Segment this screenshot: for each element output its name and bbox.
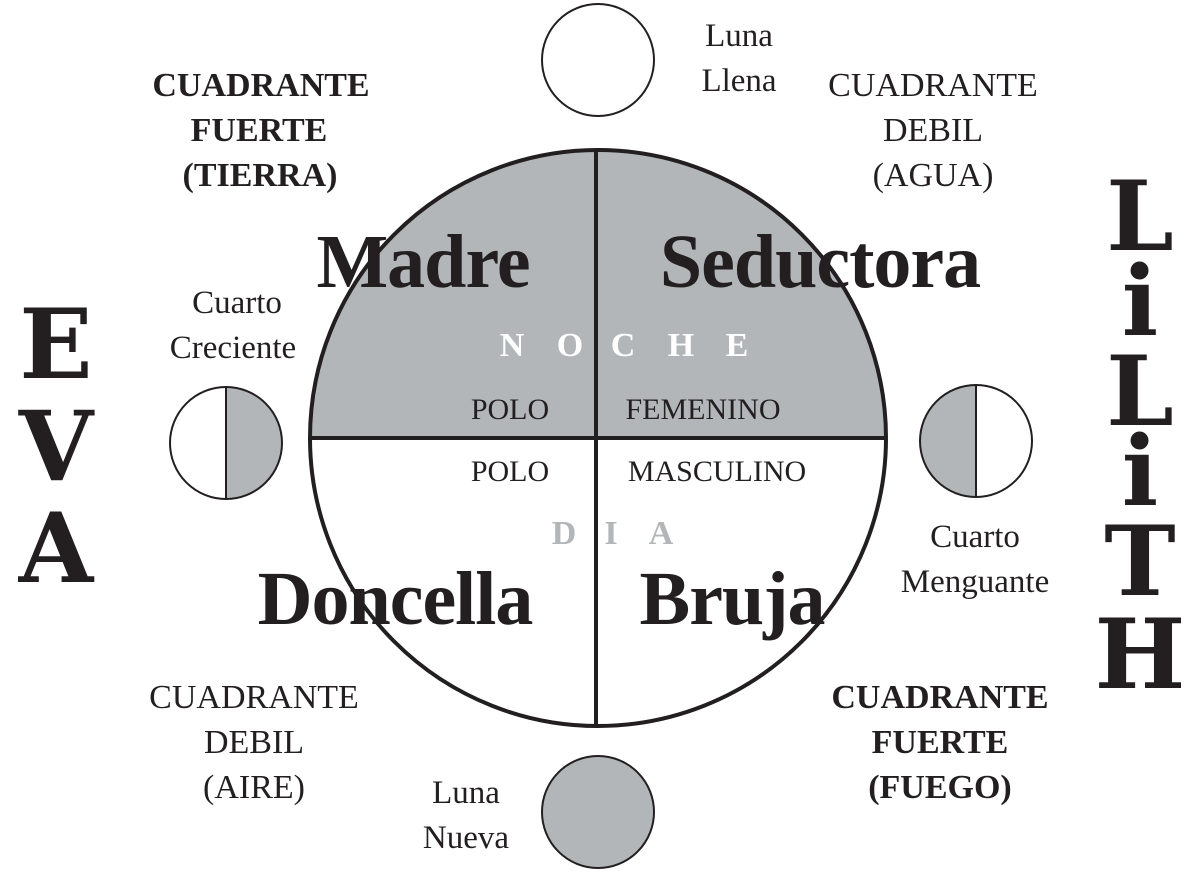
quadrant-top-right-line3: (AGUA) — [873, 157, 994, 194]
quadrant-top-left-line1: CUADRANTE — [152, 67, 369, 104]
new-moon-label-line1: Luna — [432, 775, 500, 811]
archetype-seductora: Seductora — [660, 220, 980, 304]
polo-masculino-label: MASCULINO — [628, 455, 806, 488]
first-quarter-label-line2: Creciente — [170, 330, 296, 366]
eva-letter: A — [18, 492, 95, 605]
full-moon-label-line1: Luna — [705, 18, 773, 54]
noche-letter: N — [500, 327, 525, 364]
polo-femenino-polo: POLO — [471, 393, 549, 426]
archetype-bruja: Bruja — [640, 557, 825, 641]
new-moon-label-line2: Nueva — [423, 820, 509, 856]
lilith-letter: i — [1122, 245, 1158, 358]
polo-masculino-polo: POLO — [471, 455, 549, 488]
quadrant-top-left-line2: FUERTE — [191, 112, 328, 149]
noche-letter: E — [726, 327, 749, 364]
lilith-letter: i — [1122, 415, 1158, 528]
archetype-doncella: Doncella — [258, 557, 533, 641]
quadrant-bottom-right-line2: FUERTE — [872, 724, 1009, 761]
polo-femenino-label: FEMENINO — [626, 393, 781, 426]
lilith-letter: H — [1095, 598, 1186, 711]
full-moon-label-line2: Llena — [701, 63, 776, 99]
last-quarter-label-line2: Menguante — [901, 564, 1049, 600]
noche-letter: H — [668, 327, 694, 364]
lilith-letter: T — [1104, 505, 1175, 618]
quadrant-top-left-line3: (TIERRA) — [183, 157, 338, 194]
quadrant-bottom-right-line1: CUADRANTE — [831, 679, 1048, 716]
eva-letter: V — [18, 390, 95, 503]
last-quarter-moon-icon — [919, 384, 1033, 498]
main-circle — [308, 148, 888, 728]
lilith-letter: L — [1106, 335, 1174, 448]
archetype-madre: Madre — [316, 220, 529, 304]
quadrant-bottom-left-line1: CUADRANTE — [149, 679, 359, 716]
noche-letter: O — [557, 327, 583, 364]
full-moon-icon — [541, 3, 655, 117]
quadrant-bottom-left-line3: (AIRE) — [203, 769, 305, 806]
first-quarter-moon-icon — [169, 386, 283, 500]
dia-letter: A — [649, 515, 674, 552]
quadrant-bottom-right-line3: (FUEGO) — [868, 769, 1012, 806]
lilith-letter: L — [1106, 160, 1174, 273]
first-quarter-label-line1: Cuarto — [192, 285, 282, 321]
quadrant-top-right-line1: CUADRANTE — [828, 67, 1038, 104]
dia-letter: I — [604, 515, 617, 552]
eva-letter: E — [19, 288, 92, 401]
noche-letter: C — [611, 327, 636, 364]
dia-letter: D — [552, 515, 577, 552]
quadrant-top-right-line2: DEBIL — [883, 112, 983, 149]
last-quarter-label-line1: Cuarto — [930, 519, 1020, 555]
new-moon-icon — [541, 755, 655, 869]
quadrant-bottom-left-line2: DEBIL — [204, 724, 304, 761]
